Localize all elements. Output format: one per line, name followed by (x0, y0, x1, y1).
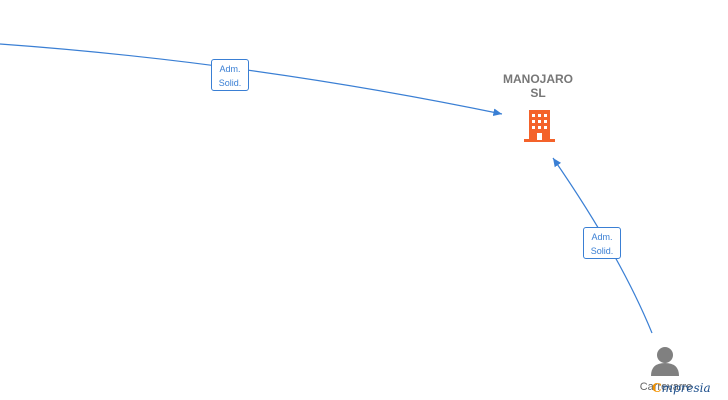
edge-label-bottom: Adm. Solid. (583, 227, 621, 259)
edge-role-line1: Adm. (219, 64, 241, 74)
company-name-line1: MANOJARO (502, 72, 573, 86)
watermark-c: C (652, 381, 662, 395)
watermark-logo: Cmpresia (652, 381, 711, 395)
edge-line-top (0, 43, 503, 117)
edge-role-line2: Solid. (590, 246, 614, 256)
company-name-line2: SL (530, 86, 546, 100)
edge-role-line1: Adm. (591, 232, 613, 242)
watermark-text: mpresia (661, 381, 711, 395)
edge-role-line2: Solid. (218, 78, 242, 88)
person-name[interactable]: Carrevarre (639, 381, 693, 393)
building-icon[interactable] (524, 110, 555, 142)
person-icon[interactable] (651, 347, 679, 376)
edge-label-top: Adm. Solid. (211, 59, 249, 91)
company-name[interactable]: MANOJARO SL (488, 72, 588, 100)
